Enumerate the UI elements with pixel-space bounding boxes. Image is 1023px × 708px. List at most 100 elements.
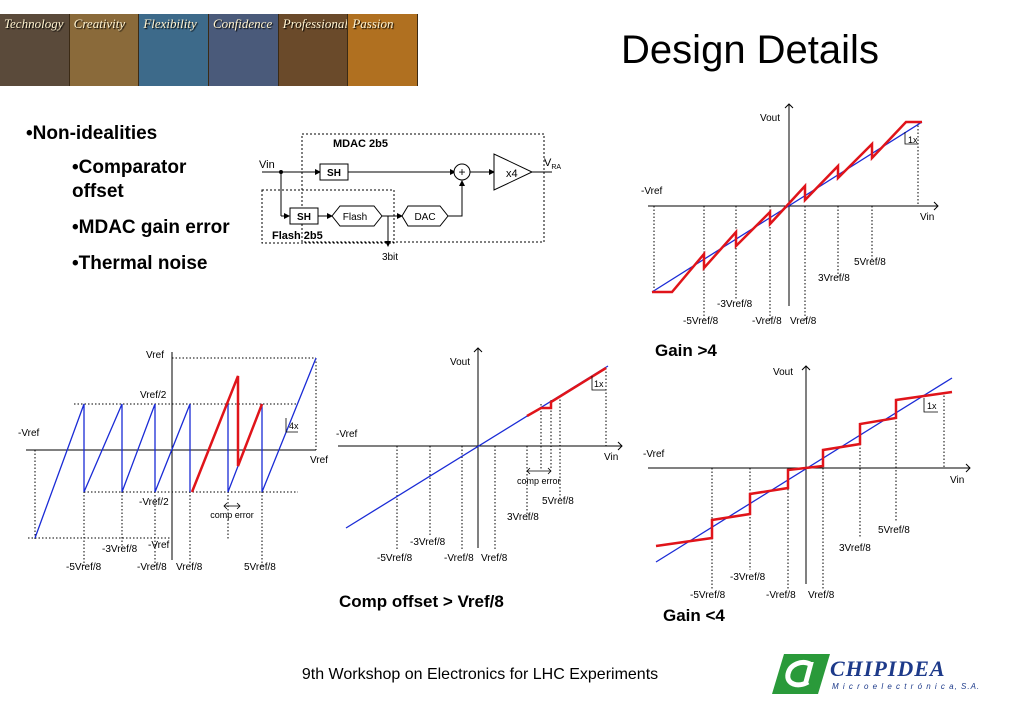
x-arrowhead — [965, 463, 971, 473]
banner-panel-6: Passion — [348, 14, 419, 86]
tick-3vref8: 3Vref/8 — [507, 512, 539, 523]
output-label: VRA — [544, 157, 561, 171]
y-arrowhead — [473, 347, 483, 353]
vin-label: Vin — [259, 159, 275, 171]
logo-subtitle: M i c r o e l e c t r ó n i c a, S.A. — [832, 682, 981, 691]
x-arrowhead — [617, 441, 623, 451]
slope-marker — [923, 398, 938, 413]
banner-panel-4: Confidence — [209, 14, 279, 86]
arrowhead-left — [223, 502, 228, 510]
header-banner: Technology Creativity Flexibility Confid… — [0, 14, 419, 86]
arrowhead-right — [236, 502, 241, 510]
comp-error-label: comp error — [210, 510, 254, 520]
vin-label: Vin — [604, 452, 618, 463]
banner-panel-3: Flexibility — [139, 14, 210, 86]
tick-3vref8: 3Vref/8 — [839, 543, 871, 554]
tick-neg5vref8: -5Vref/8 — [683, 316, 719, 327]
unity-label: 1x — [908, 135, 918, 145]
tick-lines — [396, 368, 607, 550]
tick-negvref8: -Vref/8 — [752, 316, 782, 327]
sh-label: SH — [297, 212, 311, 223]
tick-5vref8: 5Vref/8 — [878, 525, 910, 536]
x-arrowhead — [933, 201, 939, 211]
y-arrowhead — [784, 103, 794, 109]
residue-blue — [34, 403, 191, 539]
flash-label: Flash 2b5 — [272, 230, 323, 242]
vref-right-label: Vref — [310, 455, 328, 466]
flash-block — [331, 205, 383, 227]
vout-label: Vout — [773, 367, 793, 378]
page-title: Design Details — [621, 28, 879, 72]
flash-box — [261, 189, 395, 244]
slope-marker — [904, 132, 918, 145]
tick-lines — [653, 122, 919, 320]
unity-label: 1x — [927, 401, 937, 411]
output-v: V — [544, 157, 552, 169]
plot-gain-high: Vout Vin -Vref 1x 5Vref/8 3Vref/8 -3Vref… — [641, 103, 939, 327]
bullet-list: •Non-idealities •Comparator offset •MDAC… — [26, 122, 232, 288]
block-diagram: MDAC 2b5 Flash 2b5 Vin SH SH Flash 3bit … — [259, 133, 561, 263]
output-sub: RA — [551, 164, 561, 171]
dac-text: DAC — [414, 212, 435, 223]
tick-negvref8: -Vref/8 — [444, 553, 474, 564]
neg-vref-half-label: -Vref/2 — [139, 497, 169, 508]
neg-vref-left-label: -Vref — [18, 428, 40, 439]
tick-vref8: Vref/8 — [808, 590, 835, 601]
residue-red — [190, 375, 264, 493]
vin-label: Vin — [920, 212, 934, 223]
banner-label: Creativity — [73, 16, 126, 31]
gain-label: x4 — [506, 168, 518, 180]
transfer-curve — [652, 120, 922, 294]
neg-vref-bottom-label: -Vref — [148, 540, 170, 551]
ideal-line — [655, 377, 953, 563]
tick-vref8: Vref/8 — [176, 562, 203, 573]
tick-5vref8: 5Vref/8 — [542, 496, 574, 507]
transfer-curve — [655, 390, 953, 548]
vref-half-label: Vref/2 — [140, 390, 167, 401]
unity-label: 1x — [594, 379, 604, 389]
arrowhead-right — [547, 467, 552, 475]
banner-label: Technology — [4, 16, 64, 31]
bullet-comparator-offset: •Comparator offset — [72, 157, 187, 202]
tick-vref8: Vref/8 — [790, 316, 817, 327]
neg-vref-label: -Vref — [643, 449, 665, 460]
comp-error-label: comp error — [517, 476, 561, 486]
transfer-curve — [526, 366, 607, 418]
bits-label: 3bit — [382, 252, 398, 263]
flash-text: Flash — [343, 212, 367, 223]
banner-label: Passion — [352, 16, 394, 31]
tick-neg3vref8: -3Vref/8 — [730, 572, 766, 583]
vref-top-label: Vref — [146, 350, 164, 361]
tick-3vref8: 3Vref/8 — [818, 273, 850, 284]
company-logo: CHIPIDEA M i c r o e l e c t r ó n i c a… — [772, 650, 979, 698]
tick-neg3vref8: -3Vref/8 — [410, 537, 446, 548]
banner-panel-2: Creativity — [69, 14, 140, 86]
logo-mark-icon — [772, 654, 830, 694]
vout-label: Vout — [760, 113, 780, 124]
caption-gain-low: Gain <4 — [663, 606, 725, 625]
vout-label: Vout — [450, 357, 470, 368]
sh-label: SH — [327, 168, 341, 179]
comp-error-text: comp error — [210, 510, 254, 520]
tick-neg3vref8: -3Vref/8 — [717, 299, 753, 310]
banner-label: Confidence — [213, 16, 273, 31]
tick-5vref8: 5Vref/8 — [854, 257, 886, 268]
neg-vref-label: -Vref — [641, 186, 663, 197]
tick-neg3vref8: -3Vref/8 — [102, 544, 138, 555]
bullet-mdac-gain-error: •MDAC gain error — [72, 217, 230, 238]
gain-label: 4x — [289, 421, 299, 431]
tick-neg5vref8: -5Vref/8 — [690, 590, 726, 601]
bullet-main: •Non-idealities — [26, 123, 158, 144]
banner-panel-5: Professional — [278, 14, 349, 86]
vin-label: Vin — [950, 475, 964, 486]
tick-negvref8: -Vref/8 — [766, 590, 796, 601]
dac-block — [401, 205, 449, 227]
neg-vref-label: -Vref — [336, 429, 358, 440]
bullet-thermal-noise: •Thermal noise — [72, 253, 208, 274]
slope-marker — [591, 376, 606, 391]
residue-blue-right — [227, 357, 317, 493]
banner-panel-1: Technology — [0, 14, 70, 86]
tick-neg5vref8: -5Vref/8 — [66, 562, 102, 573]
banner-label: Flexibility — [143, 16, 197, 31]
